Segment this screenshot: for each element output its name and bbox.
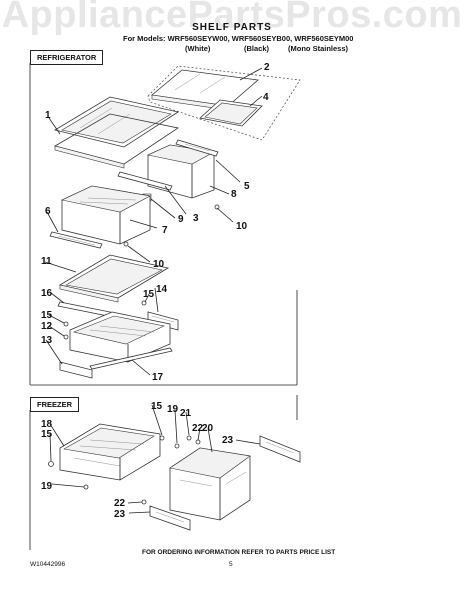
part-13-rail — [59, 334, 93, 379]
callout-13: 13 — [41, 335, 53, 346]
part-6-rail — [49, 231, 103, 249]
part-8-crisper-bin — [147, 144, 215, 199]
callout-11: 11 — [41, 256, 52, 267]
callout-21: 21 — [180, 408, 192, 419]
part-19-screw-upper — [174, 443, 180, 449]
part-2-top-shelf — [151, 69, 259, 111]
callout-15-top: 15 — [151, 401, 163, 412]
callout-15-left: 15 — [41, 310, 53, 321]
callout-19: 19 — [167, 404, 179, 415]
color-mono-stainless: (Mono Stainless) — [288, 44, 349, 53]
callout-1: 1 — [45, 110, 51, 121]
callout-7: 7 — [162, 225, 168, 236]
callout-5: 5 — [244, 181, 250, 192]
part-11-pan-cover — [58, 254, 170, 303]
callout-15: 15 — [143, 289, 155, 300]
callout-8: 8 — [231, 189, 237, 200]
callout-22-lower: 22 — [114, 498, 126, 509]
callout-23: 23 — [222, 435, 234, 446]
part-7-crisper-drawer — [61, 185, 151, 245]
models-line: For Models: WRF560SEYW00, WRF560SEYB00, … — [123, 34, 354, 43]
callout-19-lower: 19 — [41, 481, 53, 492]
leader-lines — [44, 67, 263, 514]
part-14-bracket — [147, 311, 179, 331]
callout-14: 14 — [156, 284, 168, 295]
part-1-glass-shelf — [53, 96, 180, 169]
callout-23-lower: 23 — [114, 509, 126, 520]
callout-16: 16 — [41, 288, 53, 299]
part-10-screw — [214, 204, 220, 210]
part-18-freezer-basket — [59, 423, 161, 481]
part-19-screw — [83, 484, 89, 490]
callout-12: 12 — [41, 321, 53, 332]
callout-22: 22 — [192, 423, 204, 434]
callout-15-freezer: 15 — [41, 429, 53, 440]
part-5-rail — [175, 139, 219, 157]
callout-17: 17 — [152, 372, 164, 383]
callout-10: 10 — [236, 221, 248, 232]
callout-6: 6 — [45, 206, 51, 217]
part-15-freezer-fastener — [159, 435, 165, 441]
part-23-rail-upper — [259, 435, 301, 463]
part-22-fastener — [195, 439, 201, 445]
section-label-freezer: FREEZER — [30, 397, 80, 412]
callout-20: 20 — [202, 423, 214, 434]
part-10-screw-lower — [123, 241, 129, 247]
part-17-rail — [89, 347, 173, 370]
callout-3: 3 — [193, 213, 199, 224]
part-23-rail-lower — [149, 505, 191, 531]
shelf-assembly-outline — [147, 65, 301, 141]
callout-2: 2 — [264, 62, 270, 73]
page-number: 5 — [229, 561, 233, 568]
callout-18: 18 — [41, 419, 53, 430]
part-21-fastener — [186, 435, 192, 441]
color-white: (White) — [185, 44, 211, 53]
callout-4: 4 — [263, 92, 269, 103]
page-title: SHELF PARTS — [192, 22, 272, 33]
part-15-freezer-screw — [48, 461, 54, 467]
ordering-info: FOR ORDERING INFORMATION REFER TO PARTS … — [142, 549, 336, 556]
section-label-refrigerator: REFRIGERATOR — [30, 50, 104, 65]
document-number: W10442996 — [30, 561, 66, 568]
callout-10-lower: 10 — [153, 259, 165, 270]
watermark: AppliancePartsPros.com — [1, 0, 463, 36]
color-black: (Black) — [244, 44, 270, 53]
pan-drawer — [69, 311, 171, 363]
part-20-freezer-bin — [169, 447, 251, 521]
part-4-glass-shelf — [199, 99, 263, 127]
part-22-fastener-lower — [141, 499, 147, 505]
callout-9: 9 — [178, 214, 184, 225]
part-15-screw-left — [63, 321, 69, 327]
